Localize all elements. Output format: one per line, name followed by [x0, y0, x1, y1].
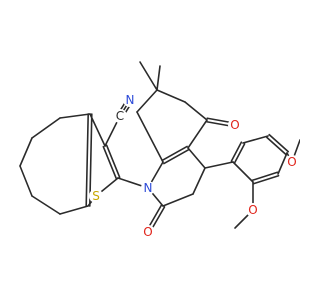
methoxy-oxygen-top-background — [285, 155, 299, 169]
ring-nitrogen-background — [141, 181, 155, 195]
ketone-oxygen-left-label-group: O — [141, 225, 155, 239]
bond-t3-t2-b — [105, 144, 121, 179]
ketone-oxygen-left-background — [141, 225, 155, 239]
ring-nitrogen-label-group: N — [141, 181, 155, 195]
bond-r4a-r5 — [187, 119, 208, 149]
bond-a1-a2 — [232, 161, 254, 183]
bond-h5-h6 — [31, 195, 61, 215]
bond-r5-r6 — [184, 101, 208, 121]
methoxy-oxygen-bottom-background — [246, 203, 260, 217]
bond-r6-r7 — [156, 89, 186, 103]
methoxy-oxygen-top: O — [287, 155, 296, 169]
ketone-oxygen-right-label-group: O — [228, 118, 242, 132]
bond-a5-a6 — [242, 135, 269, 144]
thiophene-sulfur-label-group: S — [89, 189, 103, 203]
methoxy-oxygen-bottom: O — [248, 203, 257, 217]
nitrile-nitrogen-label-group: N — [123, 93, 137, 107]
bond-a4-a5-a — [268, 133, 290, 153]
thiophene-sulfur: S — [92, 189, 100, 203]
ketone-oxygen-left: O — [143, 225, 152, 239]
bond-a6-a1-a — [230, 141, 243, 162]
ketone-oxygen-right: O — [230, 118, 239, 132]
bond-h7-h1-b — [85, 113, 90, 207]
bond-r4a-r4 — [187, 147, 206, 169]
bond-h7-h1-a — [88, 113, 93, 207]
nitrile-carbon: C — [116, 109, 124, 123]
bond-r8a-r4a-a — [163, 148, 190, 165]
thiophene-sulfur-background — [89, 189, 103, 203]
bond-r7-r8 — [136, 89, 158, 113]
bond-r8-r8a — [136, 111, 164, 163]
bond-r4-a1 — [204, 161, 234, 169]
bond-h4-h5 — [19, 165, 33, 197]
nitrile-carbon-label-group: C — [113, 109, 127, 123]
bond-a6-a1-b — [233, 143, 246, 164]
bond-t3-t2-a — [102, 145, 118, 180]
bond-r3-r2 — [162, 193, 194, 207]
bond-a2-a3-a — [252, 174, 280, 185]
bond-a3-a4 — [277, 152, 288, 175]
bond-h3-h4 — [19, 137, 33, 167]
bond-r8a-r4a-b — [161, 145, 188, 162]
ketone-oxygen-right-background — [228, 118, 242, 132]
methoxy-oxygen-bottom-label-group: O — [246, 203, 260, 217]
bond-a2-a3-b — [251, 171, 279, 182]
bond-h6-h7 — [59, 205, 89, 215]
bond-r7-m1 — [139, 61, 158, 91]
ring-nitrogen: N — [144, 181, 153, 195]
nitrile-nitrogen-background — [123, 93, 137, 107]
bond-r7-m2 — [156, 65, 161, 91]
bond-h1-t3 — [89, 113, 106, 147]
methoxy-oxygen-top-label-group: O — [285, 155, 299, 169]
bond-h1-h2 — [59, 113, 91, 119]
bond-r4-r3 — [192, 167, 206, 195]
bond-a4-a5-b — [265, 136, 287, 156]
bond-h2-h3 — [31, 117, 61, 139]
nitrile-carbon-background — [113, 109, 127, 123]
nitrile-nitrogen: N — [126, 93, 135, 107]
